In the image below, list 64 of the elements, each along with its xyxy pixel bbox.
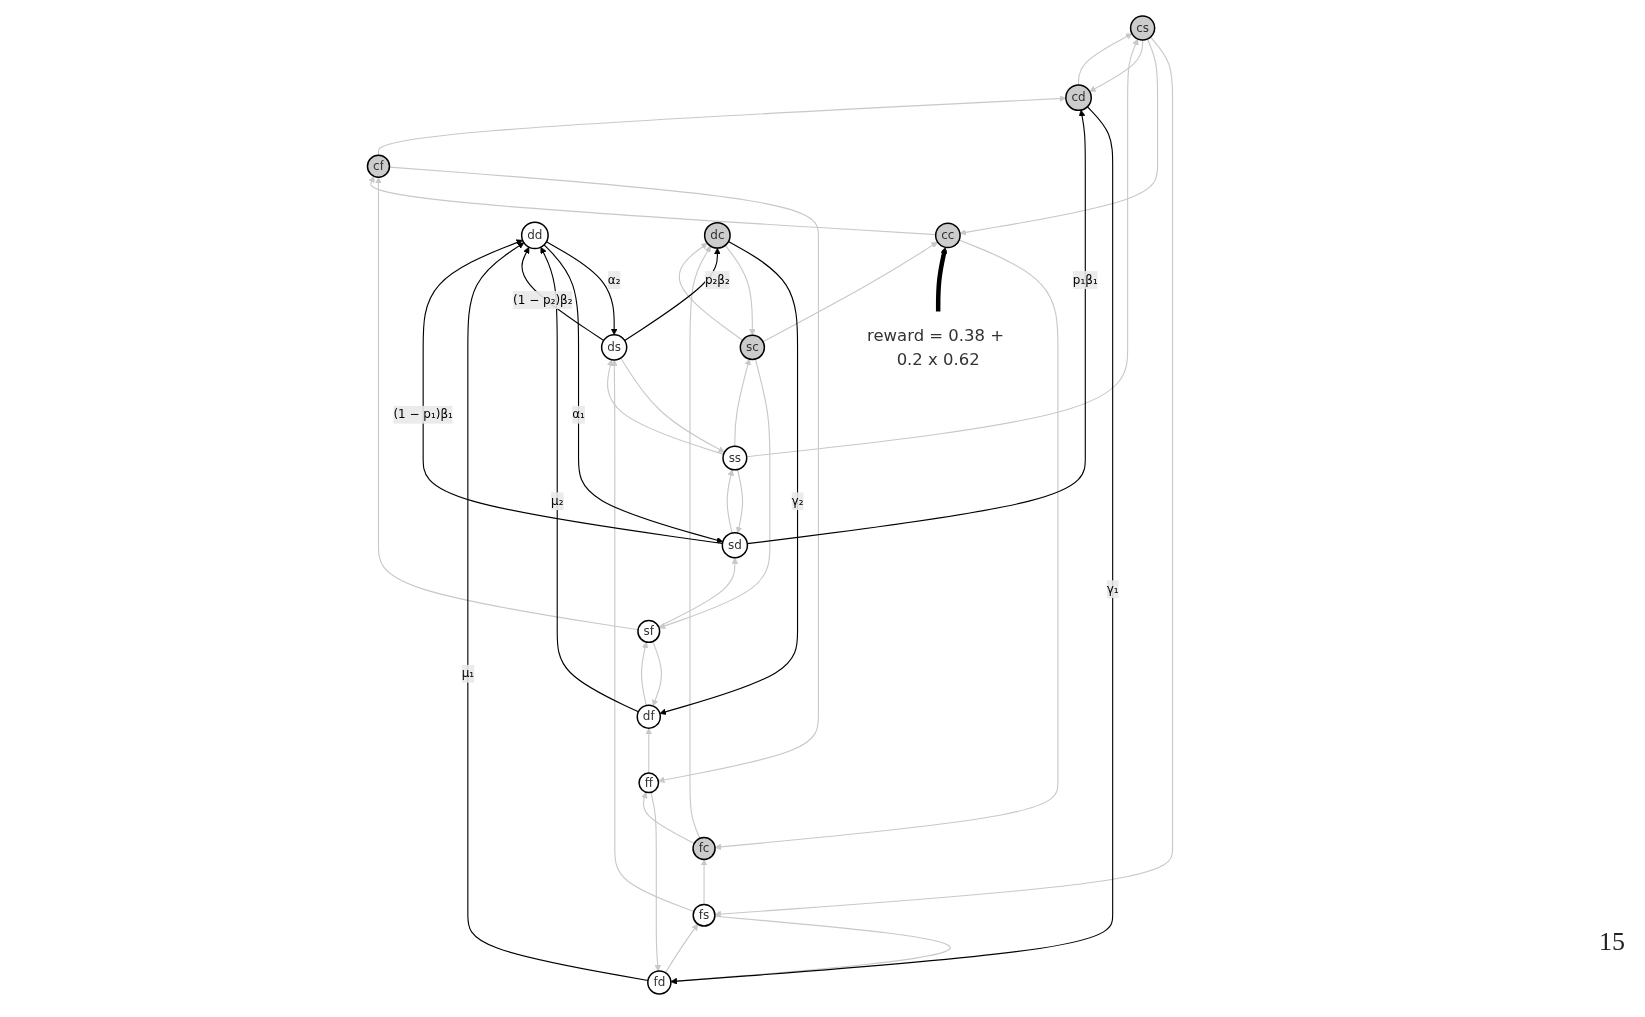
arrow bbox=[726, 469, 735, 534]
node-circle: cf bbox=[366, 154, 391, 178]
edge-label: α₁ bbox=[572, 407, 585, 422]
arrow bbox=[657, 557, 739, 628]
arrow bbox=[959, 38, 1159, 236]
edge-label: (1 − p₁)β₁ bbox=[393, 407, 453, 422]
node-circle: df bbox=[636, 704, 662, 729]
edge-label: p₂β₂ bbox=[704, 272, 730, 287]
arrow bbox=[540, 246, 639, 713]
arrow bbox=[734, 358, 751, 447]
node-circle: cc bbox=[934, 222, 961, 249]
page-number: 15 bbox=[1599, 927, 1625, 957]
node-circle: ff bbox=[638, 772, 660, 794]
edge-label: γ₁ bbox=[1106, 581, 1119, 596]
arrow bbox=[422, 239, 723, 545]
node-circle: dc bbox=[703, 221, 731, 249]
node-circle: cd bbox=[1065, 84, 1092, 112]
arrow bbox=[652, 640, 663, 707]
edge-label: μ₁ bbox=[461, 666, 475, 681]
arrow bbox=[700, 859, 708, 905]
node-circle: fd bbox=[647, 970, 672, 995]
edge-label: (1 − p₂)β₂ bbox=[513, 292, 573, 307]
arrow bbox=[714, 239, 1059, 851]
arrow bbox=[606, 359, 725, 455]
arrow bbox=[545, 241, 618, 336]
arrow bbox=[746, 38, 1139, 458]
arrow bbox=[724, 244, 756, 336]
arrow bbox=[620, 357, 725, 453]
node-circle: fc bbox=[692, 836, 716, 861]
arrow bbox=[641, 791, 695, 844]
arrow bbox=[735, 468, 744, 534]
arrow bbox=[650, 791, 662, 972]
arrow bbox=[762, 241, 938, 343]
arrow bbox=[611, 359, 695, 912]
arrow bbox=[375, 176, 639, 631]
arrow bbox=[659, 241, 799, 715]
arrow bbox=[640, 641, 649, 706]
arrow bbox=[543, 244, 724, 544]
node-circle: sd bbox=[721, 531, 749, 559]
arrow bbox=[935, 247, 948, 312]
arrow bbox=[664, 923, 699, 974]
node-text: reward = 0.38 + 0.2 x 0.62 bbox=[867, 325, 1005, 370]
node-circle: sc bbox=[739, 334, 766, 361]
edge-label: μ₂ bbox=[551, 493, 564, 508]
edge-label: p₁β₁ bbox=[1072, 272, 1098, 287]
arrow bbox=[670, 106, 1114, 985]
arrow bbox=[1089, 39, 1144, 92]
edge-label: α₂ bbox=[607, 272, 621, 287]
arrow bbox=[658, 358, 771, 630]
arrow bbox=[645, 727, 653, 774]
arrow bbox=[368, 176, 937, 236]
node-circle: sf bbox=[637, 619, 661, 644]
node-circle: dd bbox=[520, 221, 549, 250]
arrow bbox=[689, 245, 712, 839]
node-circle: cs bbox=[1129, 15, 1156, 41]
node-circle: ss bbox=[722, 445, 748, 471]
arrow bbox=[1078, 33, 1133, 86]
arrow bbox=[714, 36, 1174, 918]
edge-label: γ₂ bbox=[791, 493, 804, 508]
arrow bbox=[624, 247, 721, 342]
node-circle: ds bbox=[600, 334, 628, 361]
arrow bbox=[678, 242, 744, 341]
node-circle: fs bbox=[692, 903, 716, 927]
arrow bbox=[467, 242, 649, 982]
